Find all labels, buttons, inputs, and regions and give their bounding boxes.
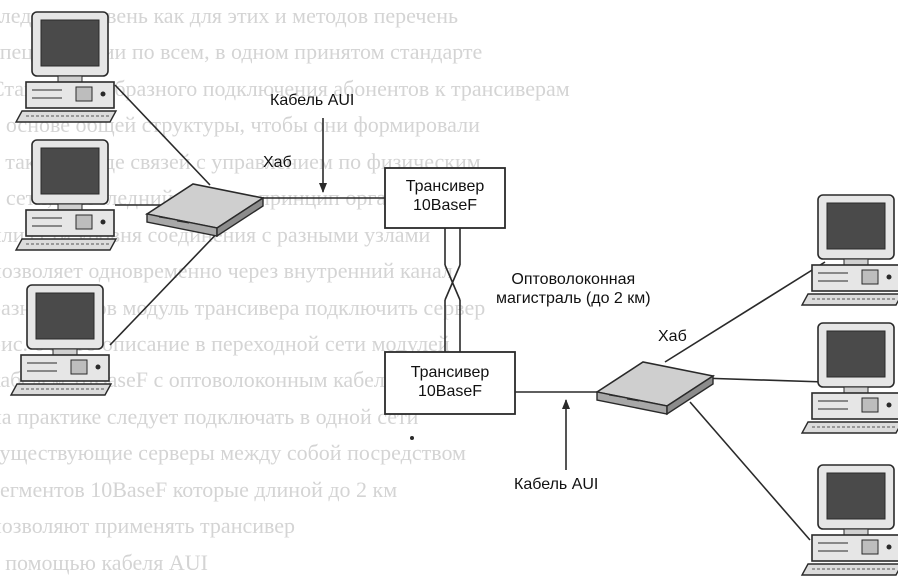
transceiver-bottom-box bbox=[384, 351, 516, 415]
cable-right-hub-pc2 bbox=[699, 377, 826, 383]
background-text-line: разных типов модуль трансивера подключит… bbox=[0, 296, 486, 320]
cable-right-hub-pc1 bbox=[664, 261, 826, 363]
desktop-computer-icon bbox=[801, 322, 898, 434]
fiber-backbone-label-line2: магистраль (до 2 км) bbox=[496, 290, 651, 307]
background-text-line: Стандарт Т-образного подключения абонент… bbox=[0, 77, 570, 101]
background-text-line: а также в виде связей с управлением по ф… bbox=[0, 150, 481, 174]
cable-right-hub-pc3 bbox=[689, 401, 811, 541]
background-text-line: позволяет одновременно через внутренний … bbox=[0, 259, 453, 283]
cables bbox=[109, 84, 826, 541]
transceiver-top-box bbox=[384, 167, 506, 229]
fiber-cross-b bbox=[444, 264, 461, 301]
network-hub-icon bbox=[596, 361, 714, 415]
background-text-line: спецификации по всем, в одном принятом с… bbox=[0, 40, 483, 64]
network-hub-icon bbox=[146, 183, 264, 237]
fiber-backbone-label: Оптоволоконная магистраль (до 2 км) bbox=[496, 270, 651, 308]
desktop-computer-icon bbox=[801, 464, 898, 576]
cable-left-pc1-hub bbox=[114, 84, 211, 186]
transceiver-top-label: Трансивер 10BaseF bbox=[385, 177, 505, 215]
aui-cable-label-top: Кабель AUI bbox=[270, 92, 355, 109]
transceiver-bottom-model: 10BaseF bbox=[417, 383, 483, 400]
desktop-computer-icon bbox=[801, 194, 898, 306]
background-text-line: позволяют применять трансивер bbox=[0, 514, 296, 538]
desktop-computer-icon bbox=[15, 11, 117, 123]
background-text-line: существующие серверы между собой посредс… bbox=[0, 441, 466, 465]
transceiver-bottom-name: Трансивер bbox=[410, 364, 490, 381]
desktop-computer-icon bbox=[15, 139, 117, 251]
fiber-backbone-label-line1: Оптоволоконная bbox=[511, 271, 636, 288]
desktop-computer-icon bbox=[10, 284, 112, 396]
aui-cable-label-bottom: Кабель AUI bbox=[514, 476, 599, 493]
transceiver-top-name: Трансивер bbox=[405, 178, 485, 195]
hub-label-left: Хаб bbox=[263, 154, 292, 171]
cable-left-pc3-hub bbox=[109, 224, 226, 346]
transceiver-top-model: 10BaseF bbox=[412, 197, 478, 214]
background-text-line: следует: уровень как для этих и методов … bbox=[0, 4, 458, 28]
background-text-line: рис. 6 и его описание в переходной сети … bbox=[0, 332, 450, 356]
transceiver-bottom-label: Трансивер 10BaseF bbox=[385, 363, 515, 401]
stray-dot bbox=[410, 436, 414, 440]
hub-label-right: Хаб bbox=[658, 328, 687, 345]
background-text-line: с помощью кабеля AUI bbox=[0, 551, 208, 575]
background-text-line: на практике следует подключать в одной с… bbox=[0, 405, 419, 429]
background-text-line: сегментов 10BaseF которые длиной до 2 км bbox=[0, 478, 398, 502]
background-text-line: в основе общей структуры, чтобы они форм… bbox=[0, 113, 480, 137]
